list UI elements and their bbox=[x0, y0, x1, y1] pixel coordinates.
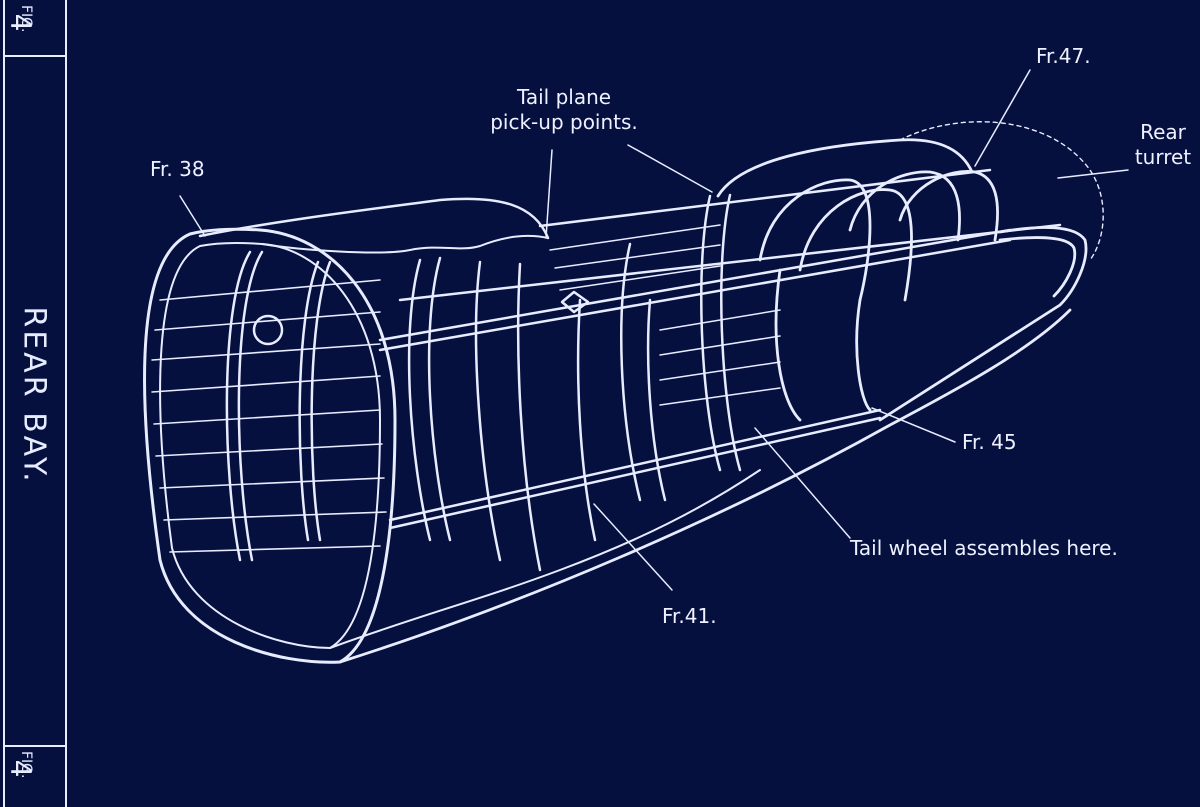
mid-frames bbox=[407, 193, 742, 572]
pick-up-point-diamond bbox=[560, 290, 590, 314]
label-tail-wheel: Tail wheel assembles here. bbox=[850, 536, 1118, 560]
rear-turret-outline bbox=[899, 121, 1104, 261]
tail-cone bbox=[878, 226, 1088, 422]
fig-tab-top: FIG. 4 bbox=[4, 2, 64, 56]
label-tail-plane-line1: Tail plane bbox=[516, 85, 612, 109]
sheet-title: REAR BAY. bbox=[4, 230, 64, 560]
stringers-front bbox=[151, 279, 387, 553]
title-strip-border bbox=[3, 0, 67, 807]
stringers-mid bbox=[549, 224, 781, 406]
label-tail-plane: Tail plane pick-up points. bbox=[484, 85, 644, 135]
rear-hoops bbox=[716, 138, 1000, 422]
label-rear-turret: Rear turret bbox=[1126, 120, 1200, 170]
longerons bbox=[378, 168, 1062, 530]
label-fr-41: Fr.41. bbox=[662, 604, 717, 628]
fig-tab-bottom: FIG. 4 bbox=[4, 748, 64, 802]
fig-number-bottom: 4 bbox=[4, 759, 38, 778]
leader-lines bbox=[179, 69, 1129, 591]
bottom-skin bbox=[338, 308, 1072, 664]
frame-38 bbox=[143, 227, 397, 664]
top-skin bbox=[198, 197, 550, 240]
label-fr-47: Fr.47. bbox=[1036, 44, 1091, 68]
label-rear-turret-line2: turret bbox=[1134, 145, 1192, 169]
label-fr-38: Fr. 38 bbox=[150, 157, 205, 181]
inner-frames bbox=[225, 250, 332, 562]
fig-number-top: 4 bbox=[4, 13, 38, 32]
label-tail-plane-line2: pick-up points. bbox=[490, 110, 638, 134]
label-fr-45: Fr. 45 bbox=[962, 430, 1017, 454]
sheet-title-text: REAR BAY. bbox=[16, 305, 52, 485]
porthole bbox=[252, 314, 284, 346]
label-rear-turret-line1: Rear bbox=[1140, 120, 1186, 144]
